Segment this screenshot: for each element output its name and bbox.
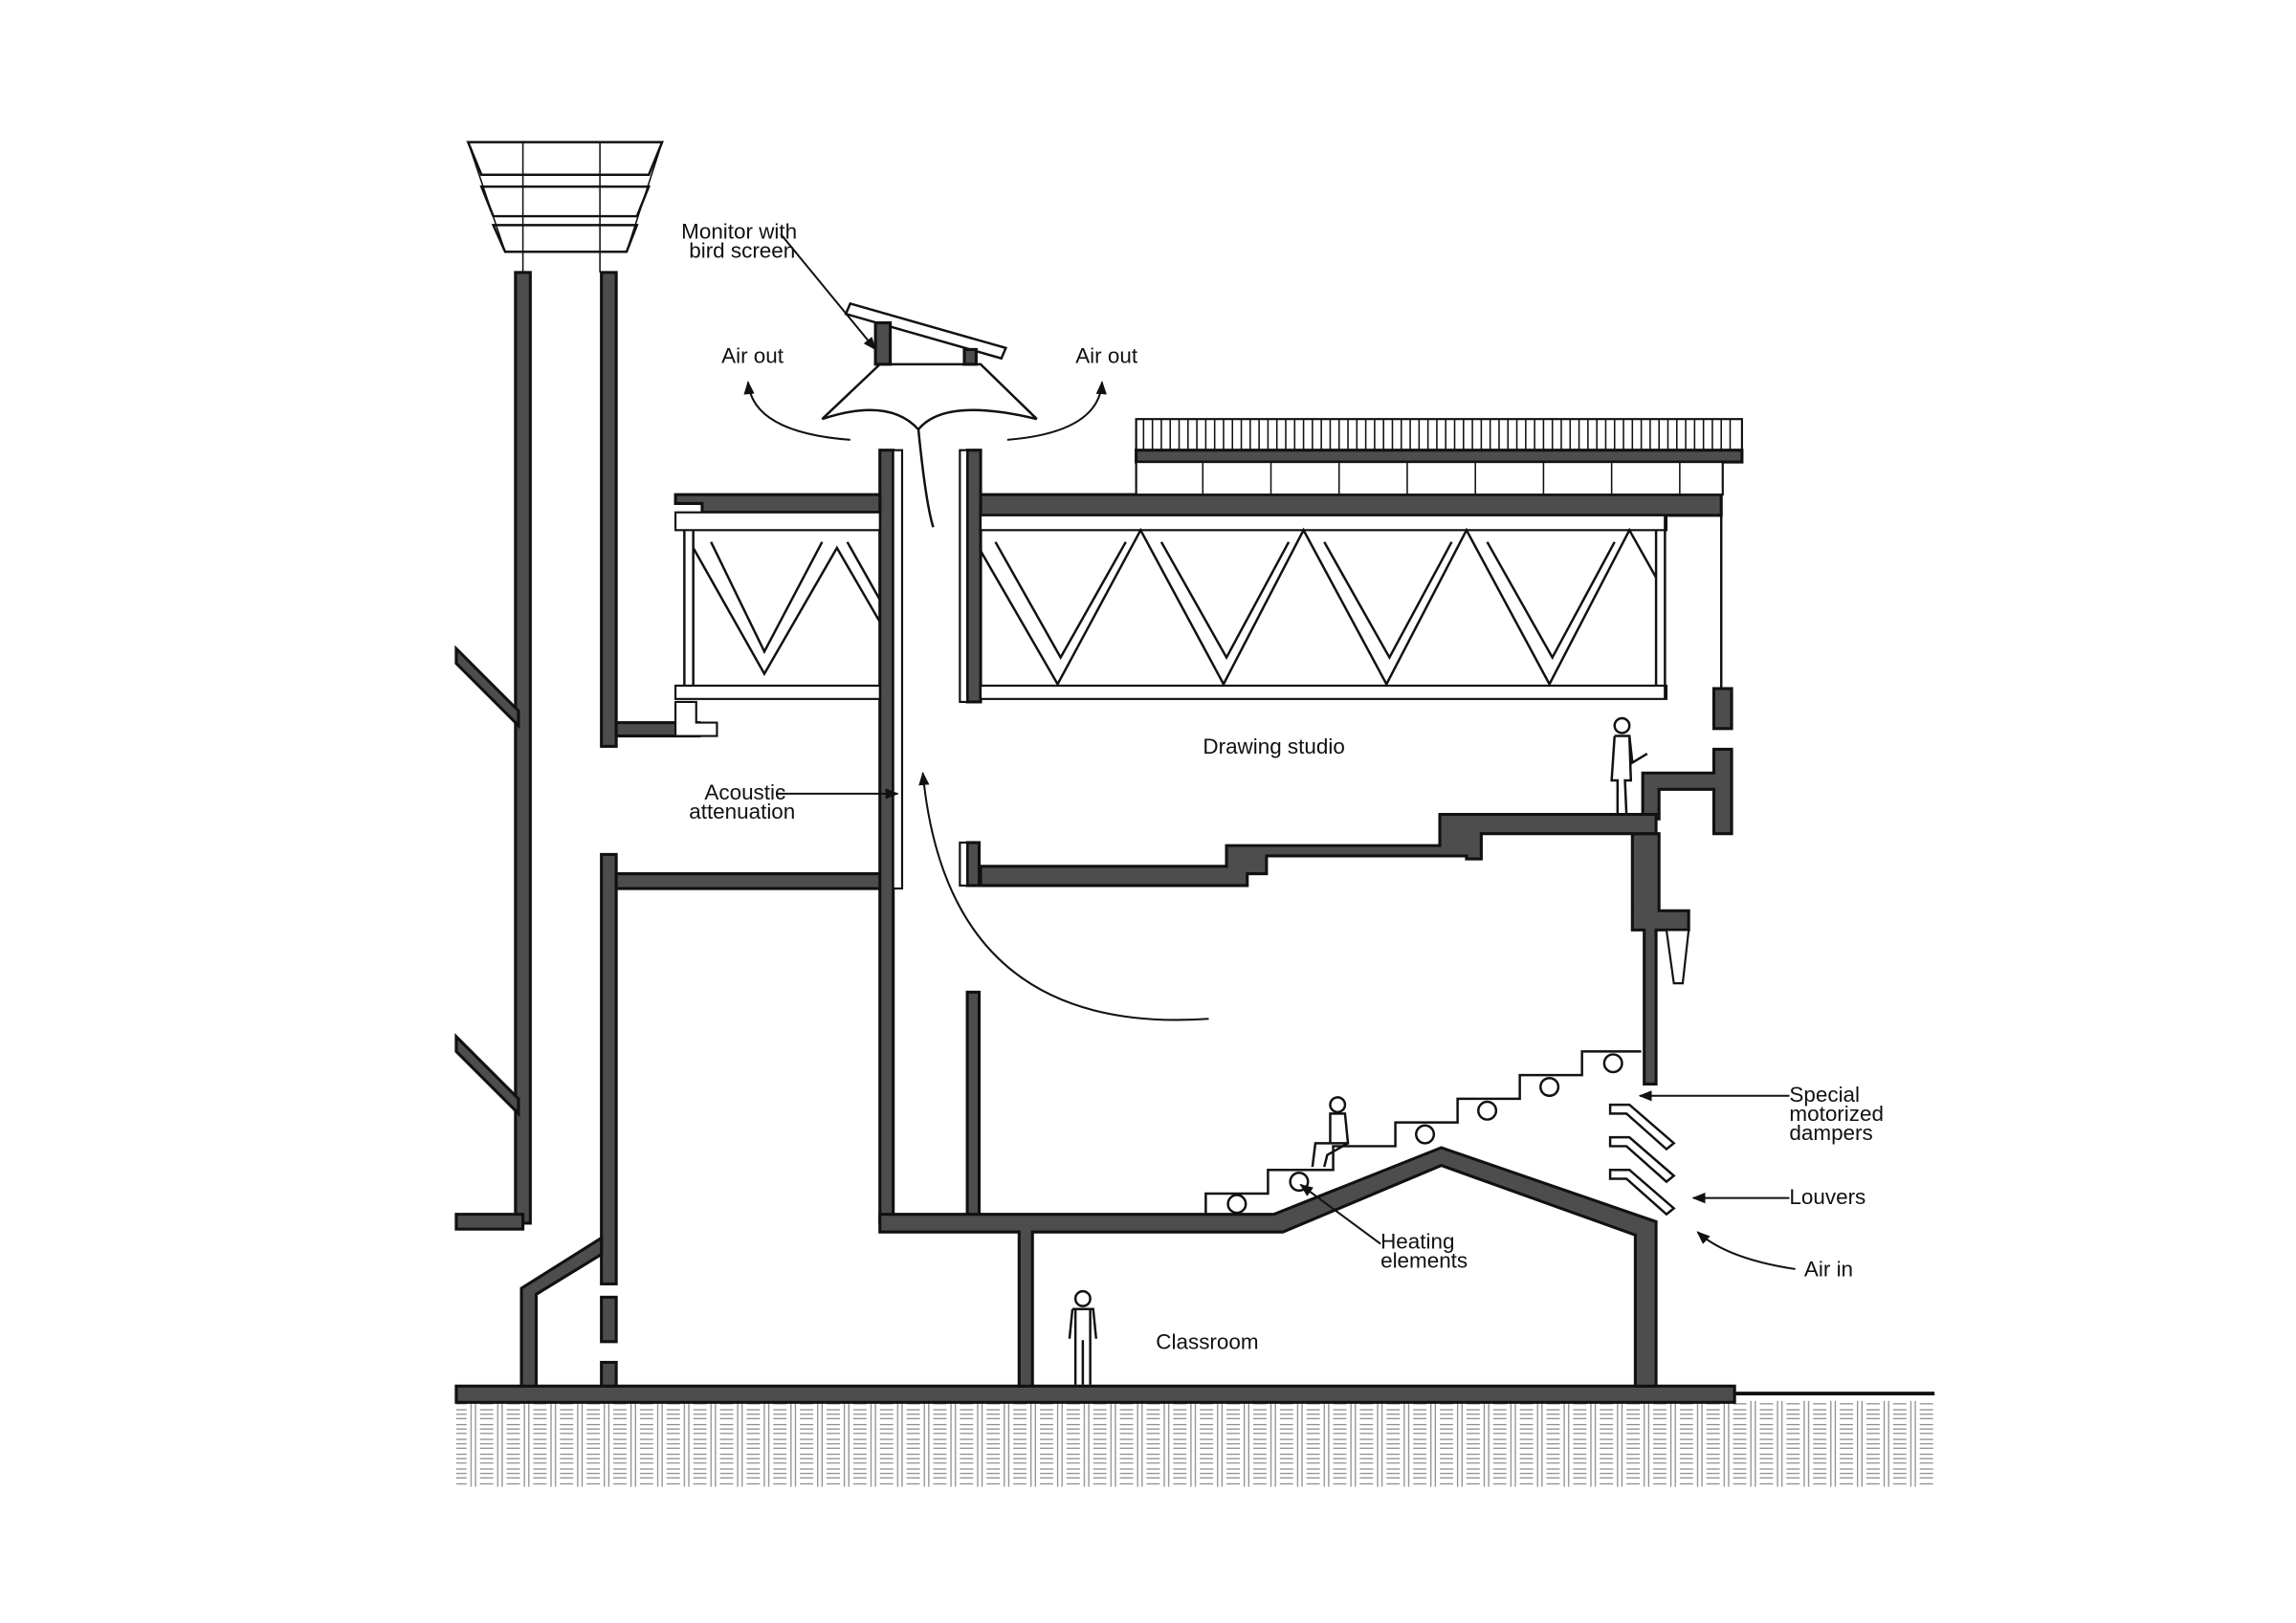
ground-hatch [455, 1400, 1935, 1487]
roof-truss-left [673, 493, 882, 700]
louvers [1608, 1103, 1676, 1217]
person-seated-icon [1311, 1096, 1350, 1168]
roof-truss-right [979, 493, 1723, 700]
label-acoustic: Acoustic attenuation [689, 780, 795, 823]
studio-stepped-floor [979, 813, 1658, 888]
label-heating: Heating elements [1380, 1229, 1468, 1272]
ventilation-shaft [878, 449, 982, 1225]
heating-leader [1299, 1183, 1381, 1245]
classroom-structure [878, 1146, 1658, 1388]
person-standing-classroom-icon [1068, 1289, 1098, 1385]
label-air-out-right: Air out [1075, 343, 1138, 367]
label-classroom: Classroom [1156, 1330, 1258, 1354]
upper-floor-slabs [614, 700, 885, 890]
roof-panels [1135, 418, 1744, 496]
label-air-in: Air in [1804, 1258, 1853, 1282]
label-air-out-left: Air out [721, 343, 784, 367]
label-louvers: Louvers [1789, 1185, 1866, 1209]
air-flow-shaft-arrow [918, 771, 1209, 1021]
stepped-seating [1204, 1050, 1642, 1215]
label-drawing-studio: Drawing studio [1203, 735, 1344, 758]
right-facade [1630, 515, 1733, 1086]
heating-elements [1226, 1053, 1623, 1215]
roof-monitor [821, 301, 1038, 528]
chimney-walls [454, 271, 618, 1388]
label-dampers: Special motorized dampers [1789, 1083, 1889, 1145]
ground-slab [454, 1384, 1736, 1404]
chimney-cap [466, 141, 664, 273]
monitor-leader [780, 233, 876, 351]
air-in-arrow [1696, 1231, 1796, 1270]
air-out-right-arrow [1006, 381, 1107, 441]
label-monitor: Monitor with bird screen [681, 219, 803, 262]
air-out-left-arrow [743, 381, 850, 441]
person-standing-studio-icon [1610, 716, 1648, 815]
